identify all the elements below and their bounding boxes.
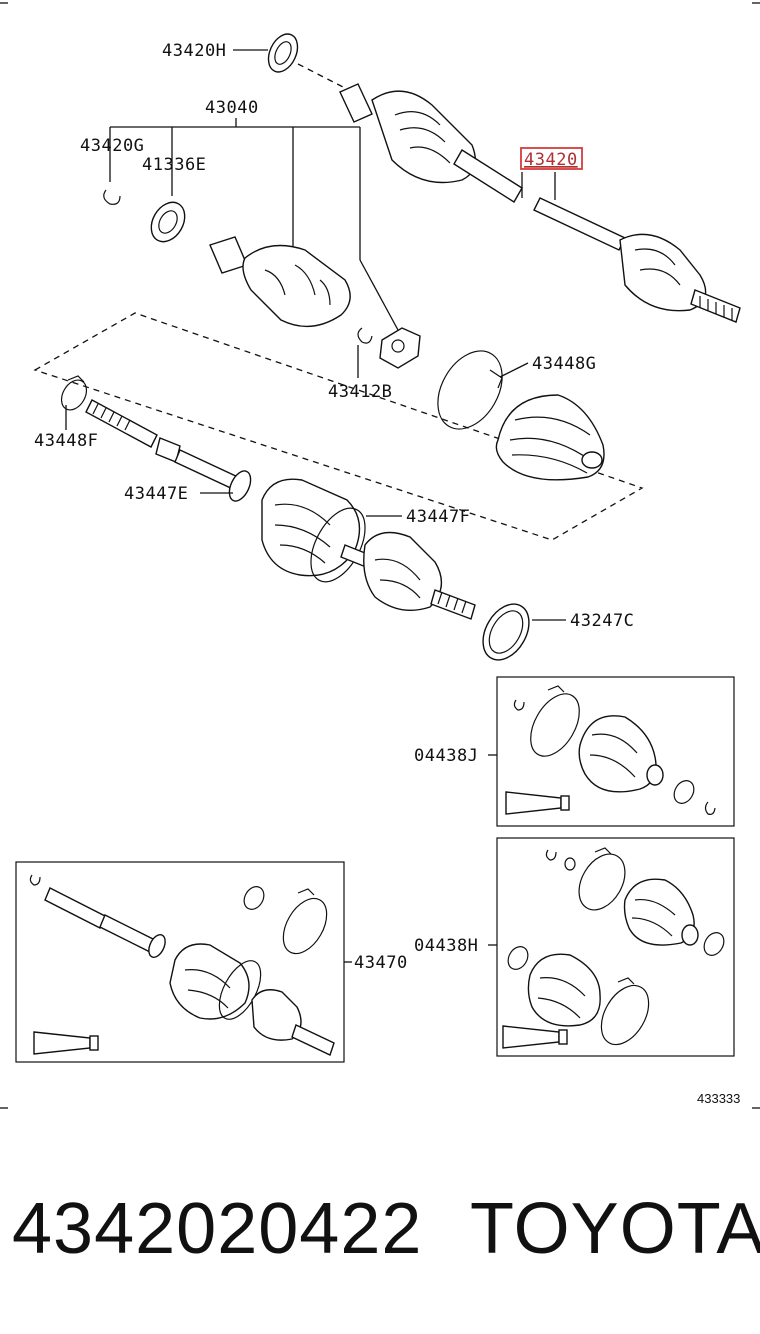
ring-43247C — [482, 603, 566, 661]
label-43447F: 43447F — [406, 507, 470, 527]
brand-text: TOYOTA — [470, 1189, 760, 1269]
label-43247C: 43247C — [570, 611, 634, 631]
label-43420[interactable]: 43420 — [524, 150, 578, 170]
label-41336E: 41336E — [142, 155, 206, 175]
outer-joint-top — [339, 83, 523, 203]
label-43420H: 43420H — [162, 41, 226, 61]
snap-ring-43420G — [103, 189, 121, 205]
inner-joint-43040 — [209, 236, 351, 328]
label-43420G: 43420G — [80, 136, 144, 156]
label-43040: 43040 — [205, 98, 259, 118]
clamp-43448F — [60, 375, 88, 430]
boot-kit-outline — [33, 312, 644, 541]
label-43470: 43470 — [354, 953, 408, 973]
label-43448F: 43448F — [34, 431, 98, 451]
label-04438J: 04438J — [414, 746, 478, 766]
kit-box-04438H — [488, 837, 735, 1057]
boot-43448 — [495, 394, 605, 481]
kit-box-43470 — [15, 861, 352, 1063]
leader-43040 — [109, 118, 399, 331]
label-04438H: 04438H — [414, 936, 478, 956]
label-43412B: 43412B — [328, 382, 392, 402]
clamp-43448G — [437, 350, 529, 430]
seal-41336E — [150, 201, 186, 243]
part-labels: 43420H 43040 43420G 41336E 43420 43412B … — [34, 41, 740, 1106]
label-diagram-code: 433333 — [697, 1091, 740, 1106]
shaft-assembly-mid — [85, 399, 476, 620]
label-43447E: 43447E — [124, 484, 188, 504]
seal-43420H — [267, 33, 346, 89]
highlight-box-43420 — [520, 147, 583, 170]
corner-marks — [0, 2, 760, 1109]
part-number-text: 4342020422 — [12, 1189, 423, 1269]
clip-43412B — [357, 327, 373, 378]
leaders-mid — [200, 49, 556, 517]
label-43448G: 43448G — [532, 354, 596, 374]
tripod-43040 — [379, 327, 421, 369]
parts-diagram: 43420H 43040 43420G 41336E 43420 43412B … — [0, 2, 760, 1109]
kit-box-04438J — [488, 676, 735, 827]
shaft-43420 — [533, 197, 741, 323]
